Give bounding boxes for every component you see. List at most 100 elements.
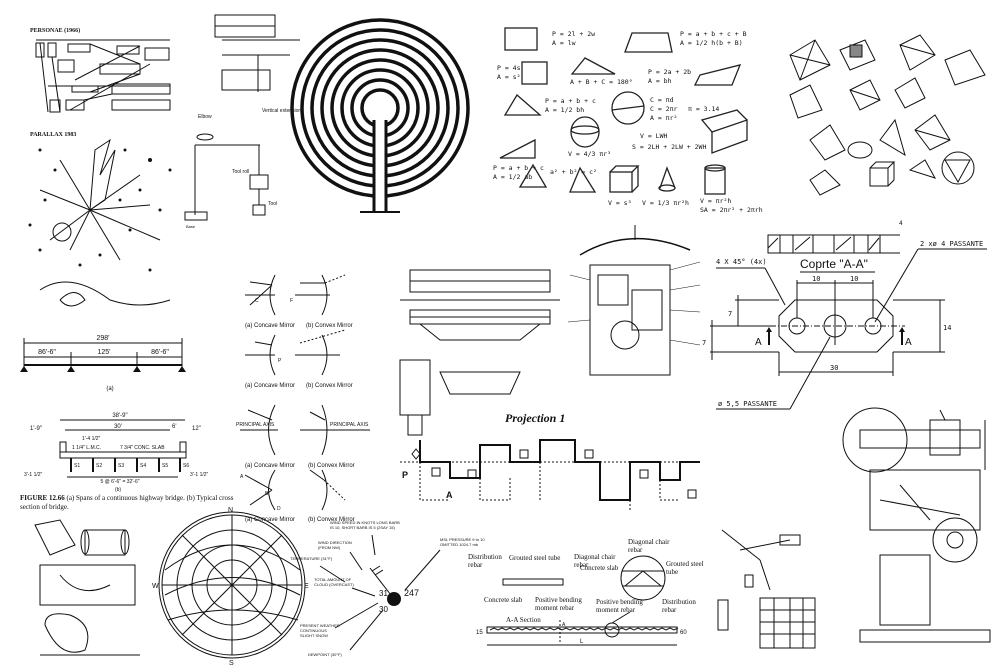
formula: V = 1/3 πr²h: [642, 199, 689, 207]
dim-60: 60: [680, 630, 687, 636]
vertical-label: Vertical extension: [262, 108, 301, 114]
formula: C = 2πr: [650, 105, 677, 113]
tool-label: Tool: [268, 201, 277, 207]
positive-rebar-label-2: Positive bending moment rebar: [596, 598, 643, 614]
section-left-edge: 1'-9": [30, 426, 42, 432]
distribution-rebar-label: Distribution rebar: [468, 553, 502, 569]
grouted-tube-label-2: Grouted steel tube: [666, 560, 704, 576]
mirror-diagrams: (a) Concave Mirror (b) Convex Mirror (a)…: [236, 274, 370, 523]
concrete-slab-label: Concrete slab: [484, 596, 523, 604]
steam-engine-drawing: [842, 407, 991, 643]
formula: V = πr²h: [700, 197, 731, 205]
formula: P = a + b + c: [493, 164, 544, 172]
girder-s1: S1: [74, 463, 80, 469]
section-right-edge: 12": [192, 426, 201, 432]
section-title: Coprte "A-A": [800, 257, 868, 271]
concave-label-4: (a) Concave Mirror: [245, 517, 295, 523]
cut-a-left: A: [755, 337, 762, 348]
temp-value: 31: [379, 589, 388, 598]
compass-s: S: [229, 660, 234, 667]
section-inner: 30': [114, 424, 122, 430]
elbow-label: Elbow: [198, 114, 212, 120]
dim-7-top: 7: [728, 310, 732, 318]
span-right: 86'-6": [151, 349, 169, 356]
formula: P = 2a + 2b: [648, 68, 691, 76]
section-label: (b): [115, 487, 121, 493]
formula: A = lw: [552, 39, 576, 47]
dewpoint-note: DEWPOINT (30°F): [308, 652, 342, 657]
label-p: P: [402, 470, 408, 480]
sun-path-chart: N S W E: [152, 507, 309, 667]
tool-roll-label: Tool roll: [232, 169, 249, 175]
cut-a-right: A: [905, 337, 912, 348]
girder-s3: S3: [118, 463, 124, 469]
compass-e: E: [304, 583, 309, 590]
formula: π = 3.14: [688, 105, 719, 113]
formula: P = a + b + c: [545, 97, 596, 105]
formula: A = 1/2 ab: [493, 173, 532, 181]
temperature-note: TEMPERATURE (31°F): [290, 556, 333, 561]
present-weather-note: PRESENT WEATHER CONTINUOUS SLIGHT SNOW: [300, 623, 340, 638]
distribution-rebar-label-2: Distribution rebar: [662, 598, 696, 614]
grouted-tube-label: Grouted steel tube: [509, 554, 561, 562]
dim-10-right: 10: [850, 275, 858, 283]
section-side: 6': [172, 424, 176, 430]
girder-spacing: 5 @ 6'-6" = 32'-6": [100, 479, 139, 485]
chamfer-note: 4 X 45° (4x): [716, 258, 767, 266]
cut-a: A: [562, 622, 566, 628]
diagonal-chair-label: Diagonal chair rebar: [574, 553, 616, 569]
convex-label-2: (b) Convex Mirror: [306, 383, 353, 389]
projection-diagram: Projection 1 P A: [400, 411, 700, 510]
concrete-slab-label-2: Concrete slab: [580, 564, 619, 572]
figure-caption-block: FIGURE 12.66 (a) Spans of a continuous h…: [20, 494, 235, 512]
formula: A = bh: [648, 77, 672, 85]
cylinder-sections: [34, 519, 140, 656]
parallax-title: PARALLAX 1983: [30, 132, 76, 138]
formula: A + B + C = 180°: [570, 78, 633, 86]
girder-s5: S5: [162, 463, 168, 469]
section-lmc: 1 1/4" L.M.C.: [72, 445, 101, 451]
point-a: A: [240, 474, 244, 480]
point-d: D: [277, 506, 281, 512]
section-total: 38'-9": [112, 413, 127, 419]
girder-s6: S6: [183, 463, 189, 469]
dim-l: L: [580, 639, 584, 645]
formula: a² + b² = c²: [550, 168, 597, 176]
compass-n: N: [228, 507, 233, 514]
formula: P = 4s: [497, 64, 521, 72]
center-hole-note: ø 5,5 PASSANTE: [718, 400, 777, 408]
concave-label-1: (a) Concave Mirror: [245, 323, 295, 329]
point-p: P: [278, 358, 282, 364]
formula: V = s³: [608, 199, 631, 207]
wind-speed-note: WIND SPEED IN KNOTS LONG BARB IS 10, SHO…: [330, 520, 400, 530]
formula: A = πr²: [650, 114, 677, 122]
formula: A = 1/2 h(b + B): [680, 39, 743, 47]
wind-direction-note: WIND DIRECTION (FROM NW): [318, 540, 352, 550]
section-slab: 7 3/4" CONC. SLAB: [120, 445, 165, 451]
convex-label-4: (b) Convex Mirror: [308, 517, 355, 523]
formula: C = πd: [650, 96, 674, 104]
formula: P = a + b + c + B: [680, 30, 747, 38]
formula: A = 1/2 bh: [545, 106, 584, 114]
point-f: F: [290, 298, 293, 304]
label-a: A: [446, 490, 453, 500]
figure-number: FIGURE 12.66: [20, 494, 65, 502]
dew-value: 30: [379, 605, 388, 614]
dim-4: 4: [899, 220, 903, 227]
figure-caption-box: FIGURE 12.66 (a) Spans of a continuous h…: [20, 494, 235, 512]
bridge-span-diagram: 298' 86'-6" 125' 86'-6" (a): [20, 335, 186, 392]
formula: V = 4/3 πr³: [568, 150, 611, 158]
positive-rebar-label: Positive bending moment rebar: [535, 596, 582, 612]
overhang-left: 3'-1 1/2": [24, 472, 43, 478]
point-b: B: [265, 491, 269, 497]
convex-label-3: (b) Convex Mirror: [308, 463, 355, 469]
principal-axis-1: PRINCIPAL AXIS: [236, 422, 275, 428]
projection-title: Projection 1: [505, 411, 565, 425]
formula: S = 2LH + 2LW + 2WH: [632, 143, 706, 151]
girder-s4: S4: [140, 463, 146, 469]
holes-note: 2 xø 4 PASSANTE: [920, 240, 983, 248]
girder-s2: S2: [96, 463, 102, 469]
span-mid: 125': [97, 349, 110, 356]
